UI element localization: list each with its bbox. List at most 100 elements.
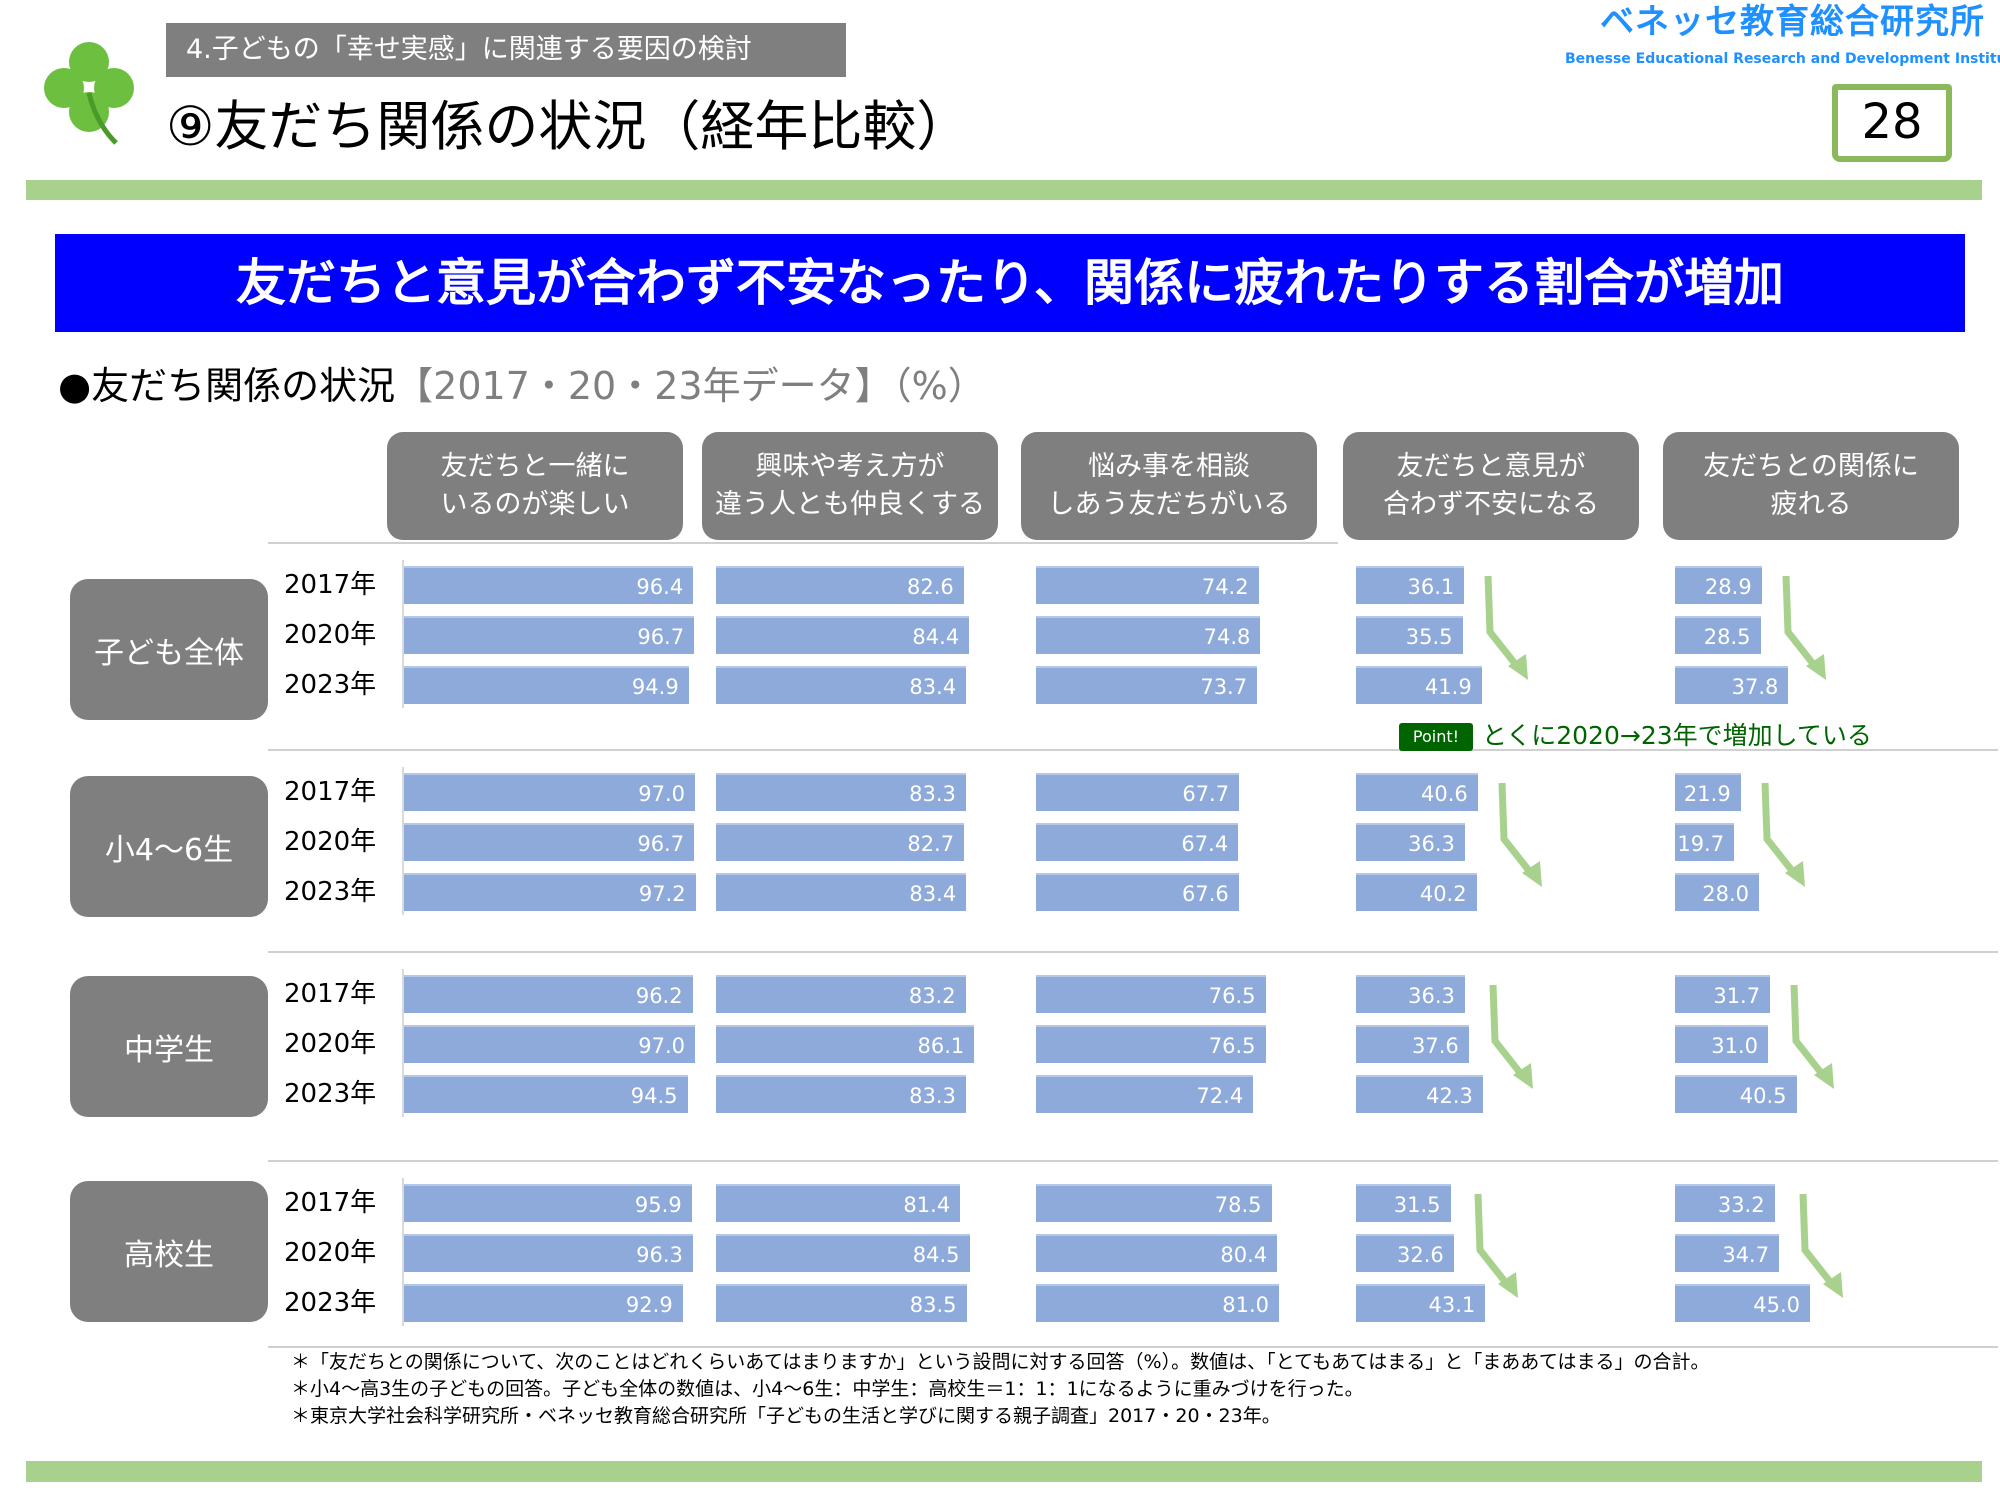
increase-arrow-icon	[1489, 984, 1533, 1089]
group-label: 小4～6生	[70, 776, 268, 917]
bar: 67.6	[1036, 873, 1239, 911]
bar: 43.1	[1356, 1284, 1486, 1322]
bar: 73.7	[1036, 666, 1258, 704]
bar: 67.7	[1036, 773, 1240, 811]
bar: 42.3	[1356, 1075, 1483, 1113]
bar: 37.6	[1356, 1025, 1469, 1063]
chart-title: ●友だち関係の状況【2017・20・23年データ】（%）	[58, 355, 986, 410]
footer-divider	[26, 1461, 1982, 1482]
axis-line	[402, 1178, 404, 1326]
bar: 31.7	[1675, 975, 1771, 1013]
bar: 33.2	[1675, 1184, 1775, 1222]
bar: 31.5	[1356, 1184, 1451, 1222]
point-text: とくに2020→23年で増加している	[1482, 721, 1872, 750]
bar: 94.9	[404, 666, 689, 704]
increase-arrow-icon	[1484, 575, 1529, 680]
logo-subtext: Benesse Educational Research and Develop…	[1565, 51, 2000, 67]
logo-text: ベネッセ教育総合研究所	[1600, 2, 1985, 42]
group-separator	[268, 1160, 1998, 1162]
bar: 67.4	[1036, 823, 1239, 861]
bar: 97.0	[404, 773, 695, 811]
bar: 83.3	[716, 1075, 966, 1113]
increase-arrow-icon	[1790, 984, 1835, 1089]
footnote: ＊「友だちとの関係について、次のことはどれくらいあてはまりますか」という設問に対…	[291, 1351, 1710, 1373]
increase-arrow-icon	[1498, 782, 1542, 887]
bar: 72.4	[1036, 1075, 1254, 1113]
bar: 41.9	[1356, 666, 1482, 704]
column-header: 興味や考え方が 違う人とも仲良くする	[702, 432, 998, 540]
increase-arrow-icon	[1782, 575, 1826, 680]
column-header: 悩み事を相談 しあう友だちがいる	[1021, 432, 1317, 540]
year-label: 2017年	[284, 777, 377, 807]
bar: 28.0	[1675, 873, 1759, 911]
increase-arrow-icon	[1799, 1193, 1844, 1298]
group-separator	[268, 542, 1338, 544]
bar: 83.2	[716, 975, 966, 1013]
bar: 97.0	[404, 1025, 695, 1063]
bar: 40.5	[1675, 1075, 1797, 1113]
bar: 19.7	[1675, 823, 1735, 861]
bar: 83.5	[716, 1284, 967, 1322]
bar: 95.9	[404, 1184, 692, 1222]
bar: 28.9	[1675, 566, 1762, 604]
axis-line	[402, 560, 404, 708]
bar: 40.2	[1356, 873, 1477, 911]
bar: 84.5	[716, 1234, 970, 1272]
year-label: 2023年	[284, 1079, 377, 1109]
bar: 96.2	[404, 975, 693, 1013]
group-separator	[268, 1346, 1998, 1348]
year-label: 2023年	[284, 1288, 377, 1318]
year-label: 2023年	[284, 877, 377, 907]
bar: 96.3	[404, 1234, 693, 1272]
year-label: 2020年	[284, 620, 377, 650]
bar: 86.1	[716, 1025, 975, 1063]
year-label: 2020年	[284, 1238, 377, 1268]
year-label: 2023年	[284, 670, 377, 700]
bar: 81.4	[716, 1184, 961, 1222]
increase-arrow-icon	[1761, 782, 1805, 887]
bar: 83.4	[716, 666, 967, 704]
group-label: 高校生	[70, 1181, 268, 1322]
footnote: ＊小4～高3生の子どもの回答。子ども全体の数値は、小4～6生：中学生：高校生＝1…	[291, 1378, 1364, 1400]
bar: 81.0	[1036, 1284, 1279, 1322]
column-header: 友だちとの関係に 疲れる	[1663, 432, 1959, 540]
bar: 96.4	[404, 566, 694, 604]
bar: 74.8	[1036, 616, 1261, 654]
bar: 34.7	[1675, 1234, 1780, 1272]
bar: 37.8	[1675, 666, 1789, 704]
group-label: 子ども全体	[70, 579, 268, 720]
bar: 96.7	[404, 823, 695, 861]
page-number: 28	[1832, 84, 1952, 162]
bar: 84.4	[716, 616, 970, 654]
bar: 76.5	[1036, 975, 1266, 1013]
bar: 21.9	[1675, 773, 1741, 811]
increase-arrow-icon	[1474, 1193, 1518, 1298]
group-separator	[268, 749, 1998, 751]
bar: 82.6	[716, 566, 964, 604]
chart-title-main: ●友だち関係の状況	[58, 364, 396, 408]
page-title: ⑨友だち関係の状況（経年比較）	[166, 95, 971, 158]
bar: 83.3	[716, 773, 966, 811]
bar: 45.0	[1675, 1284, 1810, 1322]
header-divider	[26, 180, 1982, 200]
year-label: 2017年	[284, 1188, 377, 1218]
bar: 74.2	[1036, 566, 1259, 604]
column-header: 友だちと意見が 合わず不安になる	[1343, 432, 1639, 540]
year-label: 2017年	[284, 570, 377, 600]
bar: 32.6	[1356, 1234, 1454, 1272]
year-label: 2017年	[284, 979, 377, 1009]
bar: 35.5	[1356, 616, 1463, 654]
headline-banner: 友だちと意見が合わず不安なったり、関係に疲れたりする割合が増加	[55, 234, 1965, 332]
axis-line	[402, 767, 404, 915]
section-label: 4.子どもの「幸せ実感」に関連する要因の検討	[166, 23, 846, 77]
bar: 96.7	[404, 616, 695, 654]
bar: 31.0	[1675, 1025, 1768, 1063]
year-label: 2020年	[284, 1029, 377, 1059]
footnote: ＊東京大学社会科学研究所・ベネッセ教育総合研究所「子どもの生活と学びに関する親子…	[291, 1405, 1281, 1427]
bar: 82.7	[716, 823, 965, 861]
chart-title-sub: 【2017・20・23年データ】（%）	[395, 364, 986, 408]
bar: 28.5	[1675, 616, 1761, 654]
bar: 78.5	[1036, 1184, 1272, 1222]
bar: 36.3	[1356, 975, 1465, 1013]
